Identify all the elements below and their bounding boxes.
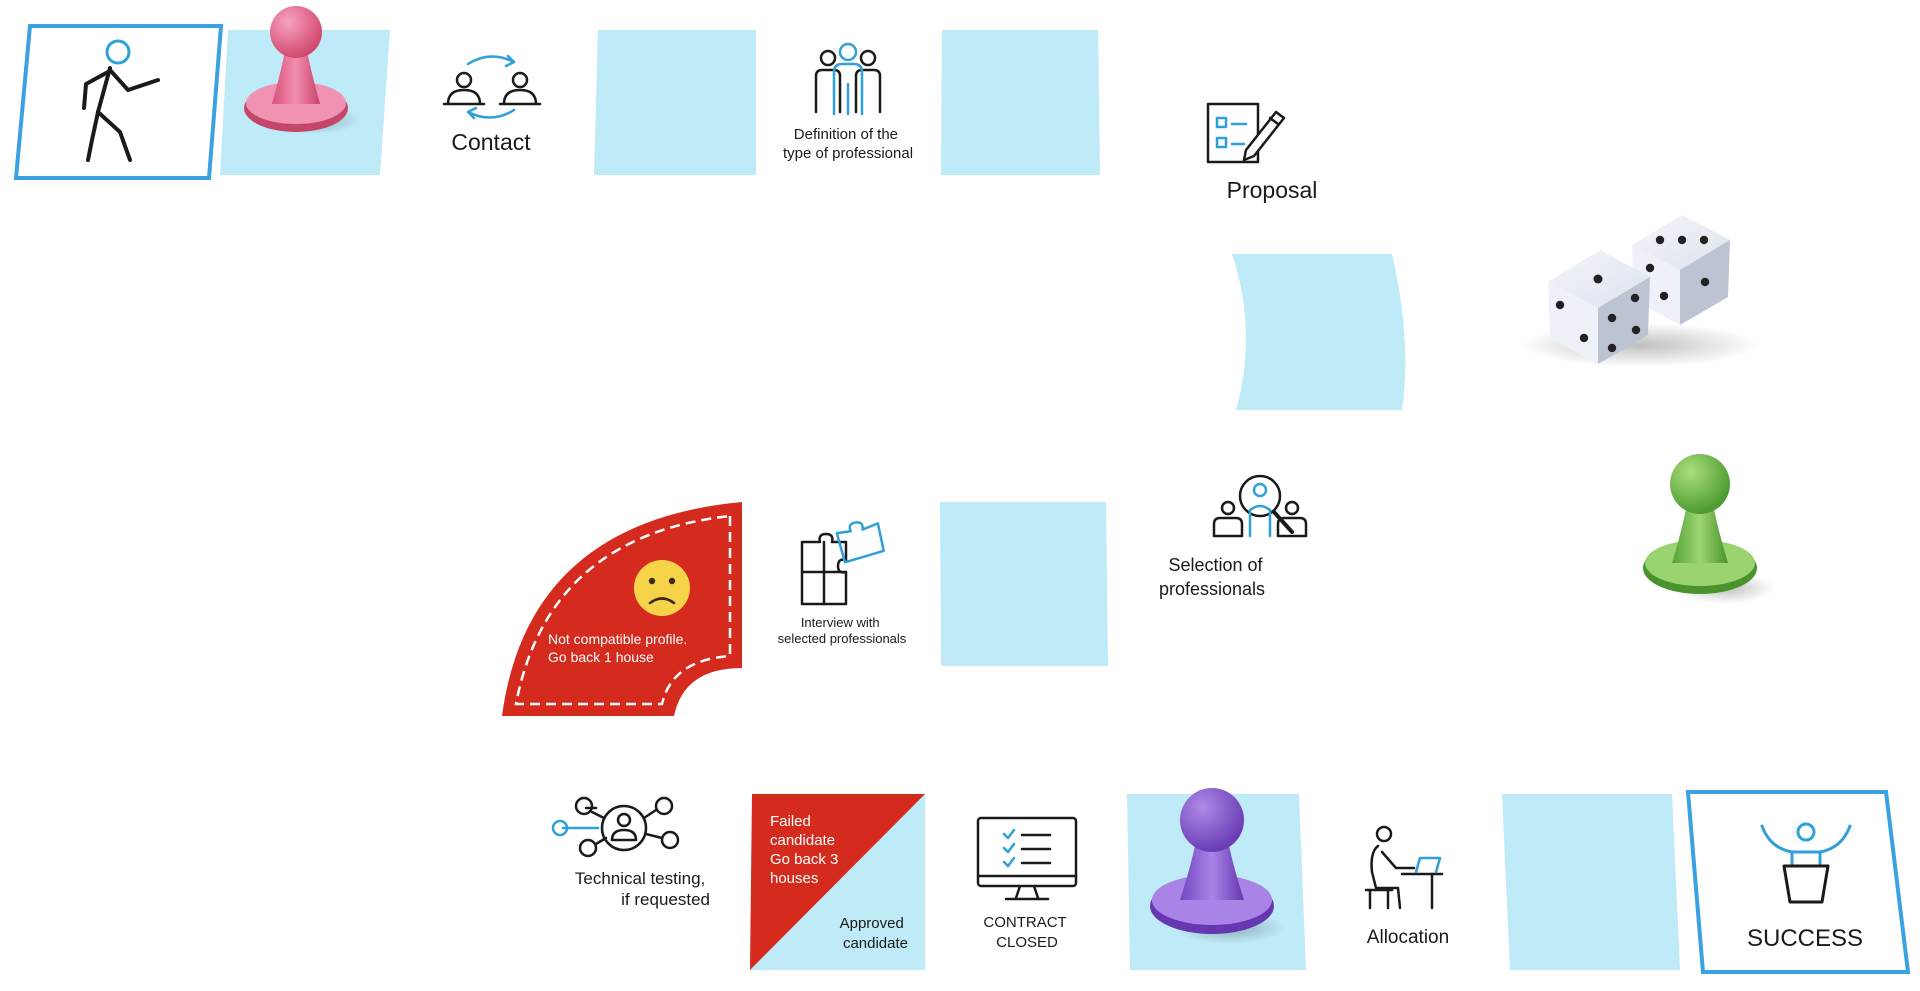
approved-candidate-text: Approved candidate <box>840 915 908 952</box>
step-label-contact: Contact <box>451 129 531 155</box>
step-label-contract: CONTRACT CLOSED <box>983 914 1070 951</box>
green-pawn <box>1643 454 1775 604</box>
professionals-group-icon <box>814 42 882 116</box>
penalty-line-1: Not compatible profile. <box>548 631 687 647</box>
dice-icon <box>1520 215 1760 367</box>
purple-pawn <box>1150 788 1285 944</box>
network-person-icon <box>551 796 680 858</box>
puzzle-icon <box>800 521 885 606</box>
board-tile <box>940 502 1108 666</box>
interview-line-1: Interview with <box>801 615 880 630</box>
winner-podium-icon <box>1760 822 1852 904</box>
start-tile <box>13 24 224 180</box>
penalty-text: Not compatible profile. Go back 1 house <box>548 631 691 665</box>
person-at-desk-icon <box>1364 825 1444 910</box>
failed-line-1: Failed <box>770 813 811 830</box>
failed-line-2: candidate <box>770 832 835 849</box>
failed-approved-tile: Failed candidate Go back 3 houses Approv… <box>750 794 925 970</box>
board-tile <box>941 30 1100 175</box>
search-person-icon <box>1212 474 1308 538</box>
board-tile-curved <box>1232 254 1406 410</box>
failed-line-3: Go back 3 <box>770 851 838 868</box>
contact-exchange-icon <box>442 54 542 120</box>
success-tile: SUCCESS <box>1685 790 1911 974</box>
technical-line-1: Technical testing, <box>575 869 705 888</box>
selection-line-2: professionals <box>1159 579 1265 599</box>
contract-line-2: CLOSED <box>996 934 1058 951</box>
definition-line-1: Definition of the <box>794 126 898 143</box>
success-label: SUCCESS <box>1747 925 1863 952</box>
pink-pawn <box>244 6 360 134</box>
failed-candidate-text: Failed candidate Go back 3 houses <box>770 813 843 887</box>
contract-line-1: CONTRACT <box>983 914 1066 931</box>
proposal-checklist-icon <box>1206 102 1286 164</box>
technical-line-2: if requested <box>621 890 710 909</box>
approved-line-1: Approved <box>840 915 904 932</box>
definition-line-2: type of professional <box>783 145 913 162</box>
board-tile <box>1502 794 1680 970</box>
step-label-interview: Interview with selected professionals <box>778 615 907 646</box>
sad-face-icon <box>634 560 690 616</box>
interview-line-2: selected professionals <box>778 631 907 646</box>
monitor-checklist-icon <box>976 816 1078 901</box>
approved-line-2: candidate <box>843 935 908 952</box>
selection-line-1: Selection of <box>1168 555 1263 575</box>
walking-person-icon <box>82 39 160 162</box>
step-label-definition: Definition of the type of professional <box>783 126 913 162</box>
step-label-proposal: Proposal <box>1227 177 1318 203</box>
step-label-technical: Technical testing, if requested <box>575 869 710 909</box>
penalty-line-2: Go back 1 house <box>548 649 654 665</box>
failed-line-4: houses <box>770 870 818 887</box>
step-label-selection: Selection of professionals <box>1159 555 1268 599</box>
board-tile <box>594 30 756 175</box>
step-label-allocation: Allocation <box>1367 927 1449 948</box>
penalty-tile-go-back-1: Not compatible profile. Go back 1 house <box>502 502 742 716</box>
